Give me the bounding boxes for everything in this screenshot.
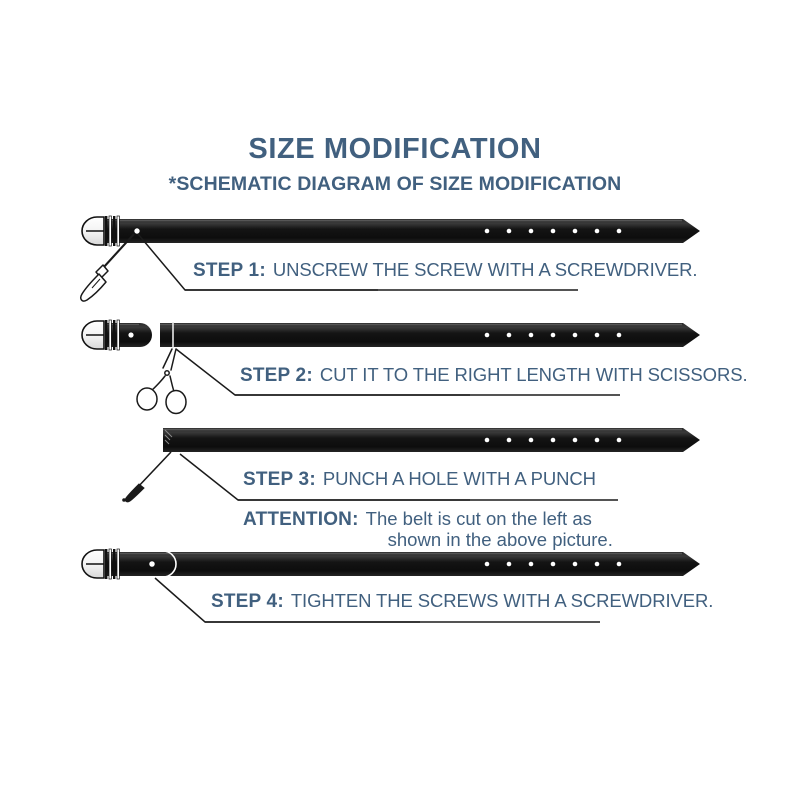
belt-screw [133,227,141,235]
belt-row-step1 [80,215,700,302]
step-text-3: PUNCH A HOLE WITH A PUNCH [322,468,596,489]
belt-row-step3 [122,428,700,503]
belt-row-step4 [81,548,700,623]
buckle-icon [81,215,120,247]
screwdriver-icon [80,233,135,302]
step-text-2: CUT IT TO THE RIGHT LENGTH WITH SCISSORS… [319,364,748,385]
belt-strap [163,428,700,452]
step-text-1: UNSCREW THE SCREW WITH A SCREWDRIVER. [272,259,698,280]
attention-line-2: shown in the above picture. [387,528,613,550]
buckle-icon [81,548,120,580]
header-block: SIZE MODIFICATION *SCHEMATIC DIAGRAM OF … [0,133,790,195]
scissors-icon [136,348,187,415]
belt-strap [105,219,700,243]
step-label-4: STEP 4: [211,591,284,612]
belt-keeper-loop [162,550,177,578]
step-caption-2: STEP 2: CUT IT TO THE RIGHT LENGTH WITH S… [240,364,748,386]
step-label-1: STEP 1: [193,260,266,281]
belt-strap [160,323,700,347]
punch-icon [122,451,172,503]
buckle-icon [81,319,120,351]
step-caption-3: STEP 3: PUNCH A HOLE WITH A PUNCH [243,468,596,490]
step-caption-4: STEP 4: TIGHTEN THE SCREWS WITH A SCREWDR… [211,590,714,612]
belt-row-step2 [81,319,700,415]
belt-screw [148,560,156,568]
belt-strap [105,552,700,576]
step-label-2: STEP 2: [240,365,313,386]
attention-note: ATTENTION: The belt is cut on the left as… [243,508,613,550]
page-title: SIZE MODIFICATION [248,133,542,165]
step-text-4: TIGHTEN THE SCREWS WITH A SCREWDRIVER. [290,590,714,611]
step-caption-1: STEP 1: UNSCREW THE SCREW WITH A SCREWDRI… [193,259,698,281]
cut-end-marker [164,429,173,445]
attention-label: ATTENTION: [243,509,359,530]
belt-screw-hole [127,331,135,339]
step-label-3: STEP 3: [243,469,316,490]
attention-line-1: The belt is cut on the left as [365,508,592,529]
page-subtitle: *SCHEMATIC DIAGRAM OF SIZE MODIFICATION [168,172,622,195]
